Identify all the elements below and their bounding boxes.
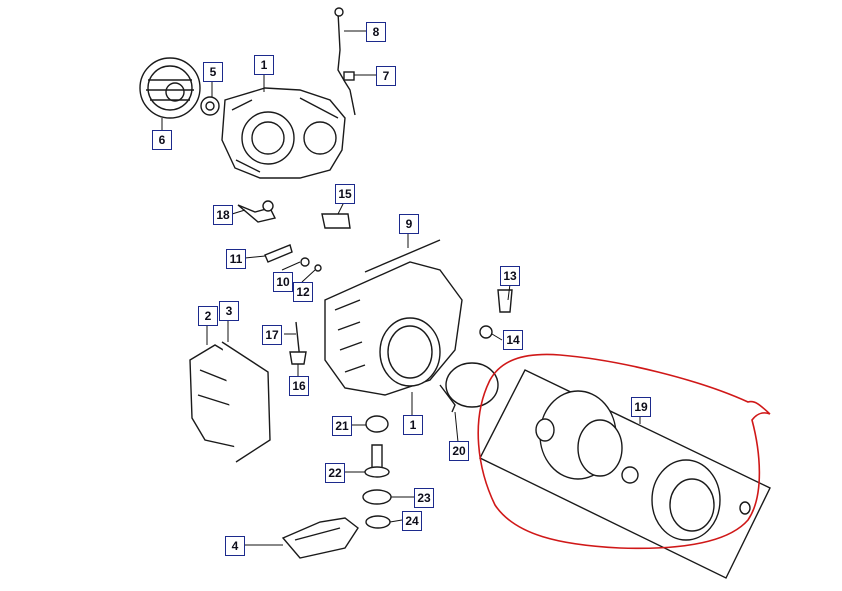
differential-parts [362, 444, 392, 529]
callout-5: 5 [203, 62, 223, 82]
callout-11: 11 [226, 249, 246, 269]
callout-18: 18 [213, 205, 233, 225]
callout-19: 19 [631, 397, 651, 417]
oil-seal [200, 96, 220, 116]
callout-9: 9 [399, 214, 419, 234]
callout-22: 22 [325, 463, 345, 483]
torque-converter [139, 57, 201, 119]
shift-lever [237, 200, 277, 223]
clutch-assembly-19 [479, 369, 771, 579]
oil-pan-gasket [221, 341, 271, 463]
leader-lines [161, 30, 641, 546]
red-highlight-circle [477, 353, 771, 550]
callout-7: 7 [376, 66, 396, 86]
callout-10: 10 [273, 272, 293, 292]
transaxle-case-upper [221, 87, 346, 179]
callout-1-top: 1 [254, 55, 274, 75]
callout-17: 17 [262, 325, 282, 345]
callout-4: 4 [225, 536, 245, 556]
callout-12: 12 [293, 282, 313, 302]
callout-16: 16 [289, 376, 309, 396]
callout-8: 8 [366, 22, 386, 42]
dipstick-tube [334, 7, 356, 116]
detent-parts [264, 244, 322, 272]
speed-sensor [321, 213, 351, 229]
callout-20: 20 [449, 441, 469, 461]
callout-13: 13 [500, 266, 520, 286]
callout-23: 23 [414, 488, 434, 508]
callout-15: 15 [335, 184, 355, 204]
callout-3: 3 [219, 301, 239, 321]
callout-14: 14 [503, 330, 523, 350]
transaxle-case-main [324, 261, 463, 396]
support-bracket [281, 517, 359, 559]
strainer [365, 415, 389, 433]
callout-24: 24 [402, 511, 422, 531]
band-clamp [439, 362, 499, 413]
manual-valve [289, 321, 307, 365]
callout-2: 2 [198, 306, 218, 326]
callout-6: 6 [152, 130, 172, 150]
shift-rod [364, 239, 441, 273]
callout-1-main: 1 [403, 415, 423, 435]
callout-21: 21 [332, 416, 352, 436]
